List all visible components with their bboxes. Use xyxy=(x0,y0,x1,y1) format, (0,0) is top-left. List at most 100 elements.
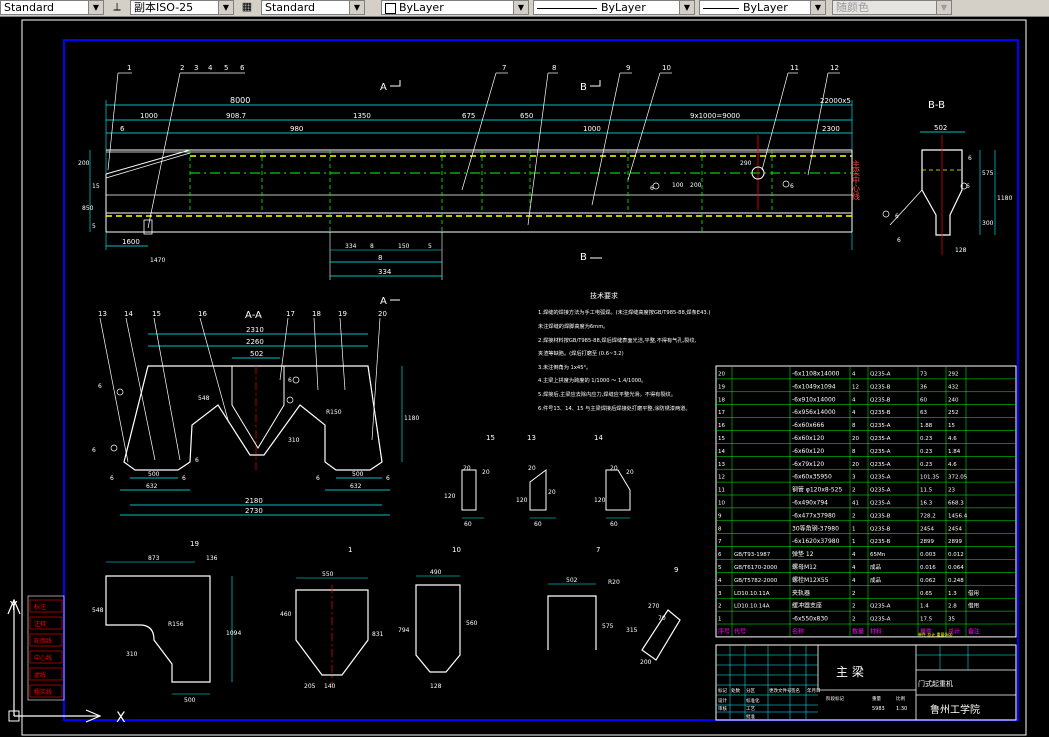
layer-button[interactable] xyxy=(29,684,63,698)
bom-cell: 4 xyxy=(852,565,856,571)
dim-label: 675 xyxy=(462,112,475,120)
layer-button[interactable] xyxy=(29,616,63,630)
bom-cell: 13 xyxy=(718,462,725,468)
dim-label: 2180 xyxy=(245,497,263,505)
bom-cell: 4 xyxy=(852,552,856,558)
bom-cell: 2899 xyxy=(920,539,934,545)
dim-label: 550 xyxy=(322,571,334,578)
bom-header-cell: 序号 xyxy=(718,628,730,636)
bom-cell: 7 xyxy=(718,539,722,545)
bom-cell: -6x60x120 xyxy=(792,448,824,455)
layer-button[interactable] xyxy=(29,633,63,647)
tb-label: 重量 xyxy=(872,695,881,702)
detail-15-13-14: 15 13 14 20 20 120 60 20 20 120 60 20 20… xyxy=(444,434,634,528)
dim-label: 60 xyxy=(464,521,472,528)
lineweight-select[interactable]: ByLayer▼ xyxy=(699,0,826,15)
bom-cell: Q235-A xyxy=(870,372,891,378)
color-swatch-icon xyxy=(385,2,396,14)
bom-cell: Q235-A xyxy=(870,436,891,442)
bom-cell: 0.003 xyxy=(920,552,936,558)
chevron-down-icon[interactable]: ▼ xyxy=(349,1,364,14)
dim-style-select[interactable]: 副本ISO-25 ▼ xyxy=(130,0,234,15)
chevron-down-icon[interactable]: ▼ xyxy=(218,1,233,14)
tb-label: 比例 xyxy=(896,695,905,702)
drawing-name: 主 梁 xyxy=(836,664,864,679)
bom-cell: 借用 xyxy=(968,589,979,597)
bom-cell: 钢管 φ120x8-525 xyxy=(792,486,842,494)
tb-label: 批准 xyxy=(746,713,755,720)
dim-label: 6 xyxy=(120,125,125,133)
note-line: 夹渣等缺陷。(焊后打磨至 (0.6~3.2) xyxy=(538,349,624,357)
bom-weight-header: 单件 总计 重量(kg) xyxy=(918,631,953,637)
bom-cell: 4 xyxy=(852,410,856,416)
chevron-down-icon[interactable]: ▼ xyxy=(513,1,528,14)
linetype-select[interactable]: ByLayer▼ xyxy=(533,0,695,15)
layer-button[interactable] xyxy=(29,599,63,613)
tb-label: 签名 xyxy=(791,687,800,694)
bom-cell: 19 xyxy=(718,384,725,390)
table-style-icon[interactable]: ▦ xyxy=(241,1,253,13)
dim-label: 1180 xyxy=(997,195,1012,202)
bom-cell: 12 xyxy=(852,384,859,390)
dim-label: 140 xyxy=(324,683,336,690)
bom-cell: 1 xyxy=(852,539,856,545)
chevron-down-icon[interactable]: ▼ xyxy=(679,1,694,14)
bom-border xyxy=(715,365,1017,638)
bom-cell: 4 xyxy=(852,372,856,378)
dim-label: 575 xyxy=(602,623,614,630)
layer-button[interactable] xyxy=(29,650,63,664)
callout-13: 13 xyxy=(527,434,536,442)
bom-cell: 1.4 xyxy=(920,604,929,610)
dim-style-icon[interactable]: ⟂ xyxy=(113,1,121,13)
technical-notes: 技术要求 1.焊缝的焊接方法为手工电弧焊。(未注焊缝高度按GB/T985-88,… xyxy=(538,291,710,412)
callout-14: 14 xyxy=(124,310,133,318)
callout-9: 9 xyxy=(626,64,630,72)
dim-label: 6 xyxy=(92,447,96,454)
table-style-select[interactable]: Standard▼ xyxy=(261,0,365,15)
chevron-down-icon[interactable]: ▼ xyxy=(88,1,103,14)
bom-cell: 2899 xyxy=(948,539,962,545)
dim-label: 2260 xyxy=(246,338,264,346)
drawing-canvas[interactable]: 8000 22000x5 1000 908.7 980 1350 675 650… xyxy=(0,17,1049,737)
dim-label: 632 xyxy=(350,483,362,490)
layer-color-value: ByLayer xyxy=(399,1,444,14)
callout-10: 10 xyxy=(662,64,671,72)
bom-cell: 2.8 xyxy=(948,604,957,610)
layer-color-select[interactable]: ByLayer ▼ xyxy=(381,0,529,15)
dim-label: 200 xyxy=(640,659,652,666)
bom-header-cell: 总计 xyxy=(948,628,960,636)
weld-label: 6 xyxy=(790,183,794,190)
dim-label: 1470 xyxy=(150,257,165,264)
chevron-down-icon[interactable]: ▼ xyxy=(810,1,825,14)
dim-label: 502 xyxy=(566,577,578,584)
dim-label: R150 xyxy=(326,409,342,416)
dim-label: 6 xyxy=(110,475,114,482)
bom-cell: 0.23 xyxy=(920,436,933,442)
dim-style-value: 副本ISO-25 xyxy=(134,1,194,14)
tb-label: 工艺 xyxy=(746,706,755,712)
tb-weight: 5983 xyxy=(872,706,885,712)
section-mark: A xyxy=(380,296,387,307)
section-mark: B xyxy=(580,252,587,263)
layer-button[interactable] xyxy=(29,667,63,681)
section-mark: B xyxy=(580,82,587,93)
bom-header-cell: 单件 xyxy=(920,628,932,636)
callout-2: 2 xyxy=(180,64,184,72)
layer-button-label: 轮廓线 xyxy=(34,637,52,645)
text-style-select[interactable]: Standard▼ xyxy=(0,0,104,15)
callout-14: 14 xyxy=(594,434,603,442)
ucs-y-label: Y xyxy=(9,599,18,613)
dim-label: 6 xyxy=(386,475,390,482)
dim-label: 2300 xyxy=(822,125,840,133)
bom-cell: 20 xyxy=(852,436,859,442)
tb-label: 更改文件号 xyxy=(769,687,792,694)
bom-cell: 728.2 xyxy=(920,513,936,519)
bom-cell: -6x910x14000 xyxy=(792,396,836,403)
dim-label: 310 xyxy=(288,437,300,444)
bom-cell: 15 xyxy=(718,436,725,442)
dim-label: 1180 xyxy=(404,415,419,422)
tb-label: 审核 xyxy=(718,705,727,712)
callout-7: 7 xyxy=(596,546,600,554)
dim-label: 650 xyxy=(520,112,533,120)
